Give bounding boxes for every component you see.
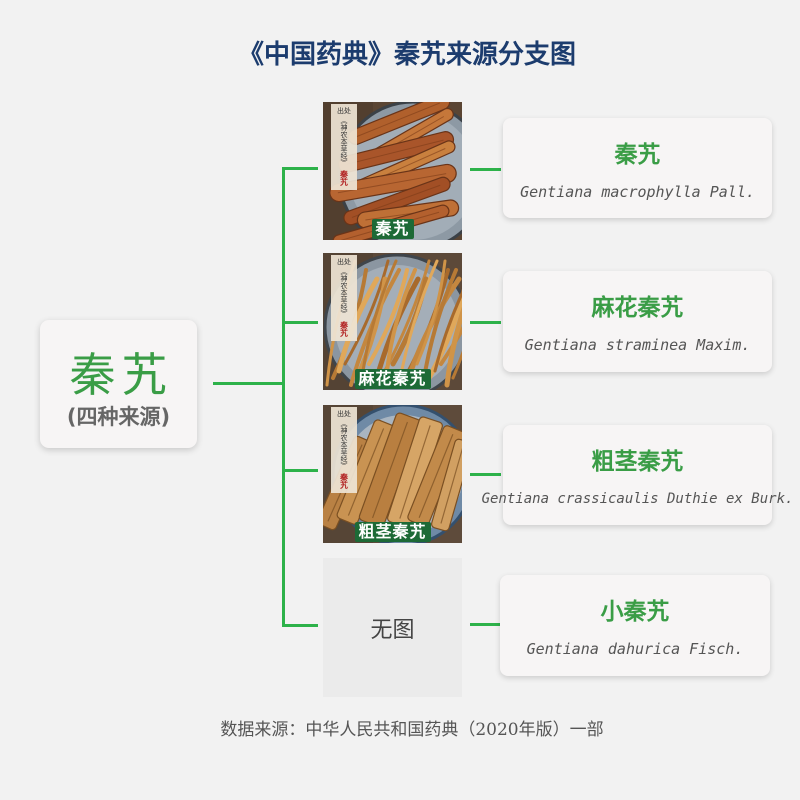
source-tag: 出处 《神农本草经》 秦艽 bbox=[331, 407, 357, 493]
connector-root bbox=[213, 382, 284, 385]
root-strand bbox=[343, 259, 390, 366]
source-tag-label: 出处 bbox=[337, 107, 351, 115]
species-latin-name: Gentiana straminea Maxim. bbox=[524, 336, 751, 354]
species-card-3: 粗茎秦艽 Gentiana crassicaulis Duthie ex Bur… bbox=[482, 425, 793, 525]
photo-caption: 粗茎秦艽 bbox=[354, 522, 431, 542]
root-strand bbox=[433, 289, 462, 373]
photo-branch-1: 出处 《神农本草经》 秦艽 秦艽 bbox=[323, 102, 462, 240]
data-source-footer: 数据来源：中华人民共和国药典（2020年版）一部 bbox=[220, 720, 604, 740]
herb-photo-image bbox=[323, 405, 462, 543]
species-latin-name: Gentiana dahurica Fisch. bbox=[526, 640, 744, 658]
source-tag-label: 出处 bbox=[337, 258, 351, 266]
species-name: 秦艽 bbox=[614, 142, 661, 168]
connector-card-4 bbox=[470, 623, 500, 626]
source-tag-herb: 秦艽 bbox=[339, 473, 349, 489]
connector-branch-4 bbox=[282, 624, 318, 627]
root-strand bbox=[361, 259, 398, 373]
diagram-title: 《中国药典》秦艽来源分支图 bbox=[237, 40, 576, 70]
source-tag: 出处 《神农本草经》 秦艽 bbox=[331, 255, 357, 341]
root-node: 秦艽 (四种来源) bbox=[40, 320, 197, 448]
root-strand bbox=[439, 325, 462, 366]
root-split bbox=[418, 434, 454, 518]
root-node-note: (四种来源) bbox=[66, 405, 171, 429]
root-node-name: 秦艽 bbox=[69, 348, 174, 402]
connector-trunk bbox=[282, 167, 285, 627]
root-strand bbox=[367, 268, 409, 366]
root-texture bbox=[356, 102, 440, 138]
source-tag-label: 出处 bbox=[337, 410, 351, 418]
source-tag-book: 《神农本草经》 bbox=[340, 420, 348, 469]
species-card-2: 麻花秦艽 Gentiana straminea Maxim. bbox=[503, 271, 772, 372]
root-strand bbox=[385, 268, 417, 373]
source-tag: 出处 《神农本草经》 秦艽 bbox=[331, 104, 357, 190]
connector-card-3 bbox=[470, 473, 501, 476]
photo-caption: 麻花秦艽 bbox=[354, 369, 431, 389]
root-strand bbox=[451, 350, 462, 380]
root-split bbox=[399, 425, 431, 519]
species-card-1: 秦艽 Gentiana macrophylla Pall. bbox=[503, 118, 772, 218]
source-tag-herb: 秦艽 bbox=[339, 321, 349, 337]
connector-branch-2 bbox=[282, 321, 318, 324]
root-split bbox=[371, 421, 409, 519]
root-strand bbox=[444, 306, 462, 388]
photo-placeholder: 无图 bbox=[323, 558, 462, 697]
species-name: 小秦艽 bbox=[600, 599, 670, 625]
species-latin-name: Gentiana crassicaulis Duthie ex Burk. bbox=[481, 491, 794, 507]
species-card-4: 小秦艽 Gentiana dahurica Fisch. bbox=[500, 575, 770, 676]
species-name: 麻花秦艽 bbox=[591, 295, 684, 321]
connector-card-1 bbox=[470, 168, 501, 171]
root-texture bbox=[346, 139, 444, 165]
species-latin-name: Gentiana macrophylla Pall. bbox=[520, 183, 755, 201]
source-tag-herb: 秦艽 bbox=[339, 170, 349, 186]
connector-branch-1 bbox=[282, 167, 318, 170]
no-image-text: 无图 bbox=[370, 617, 415, 643]
root-strand bbox=[415, 259, 447, 366]
connector-card-2 bbox=[470, 321, 501, 324]
connector-branch-3 bbox=[282, 469, 318, 472]
photo-caption: 秦艽 bbox=[371, 219, 414, 239]
source-tag-book: 《神农本草经》 bbox=[340, 268, 348, 317]
root-split bbox=[440, 446, 462, 524]
root-split bbox=[347, 428, 385, 516]
photo-branch-3: 出处 《神农本草经》 秦艽 粗茎秦艽 bbox=[323, 405, 462, 543]
herb-photo-image bbox=[323, 102, 462, 240]
source-tag-book: 《神农本草经》 bbox=[340, 117, 348, 166]
species-name: 粗茎秦艽 bbox=[591, 449, 684, 475]
photo-branch-2: 出处 《神农本草经》 秦艽 麻花秦艽 bbox=[323, 253, 462, 390]
